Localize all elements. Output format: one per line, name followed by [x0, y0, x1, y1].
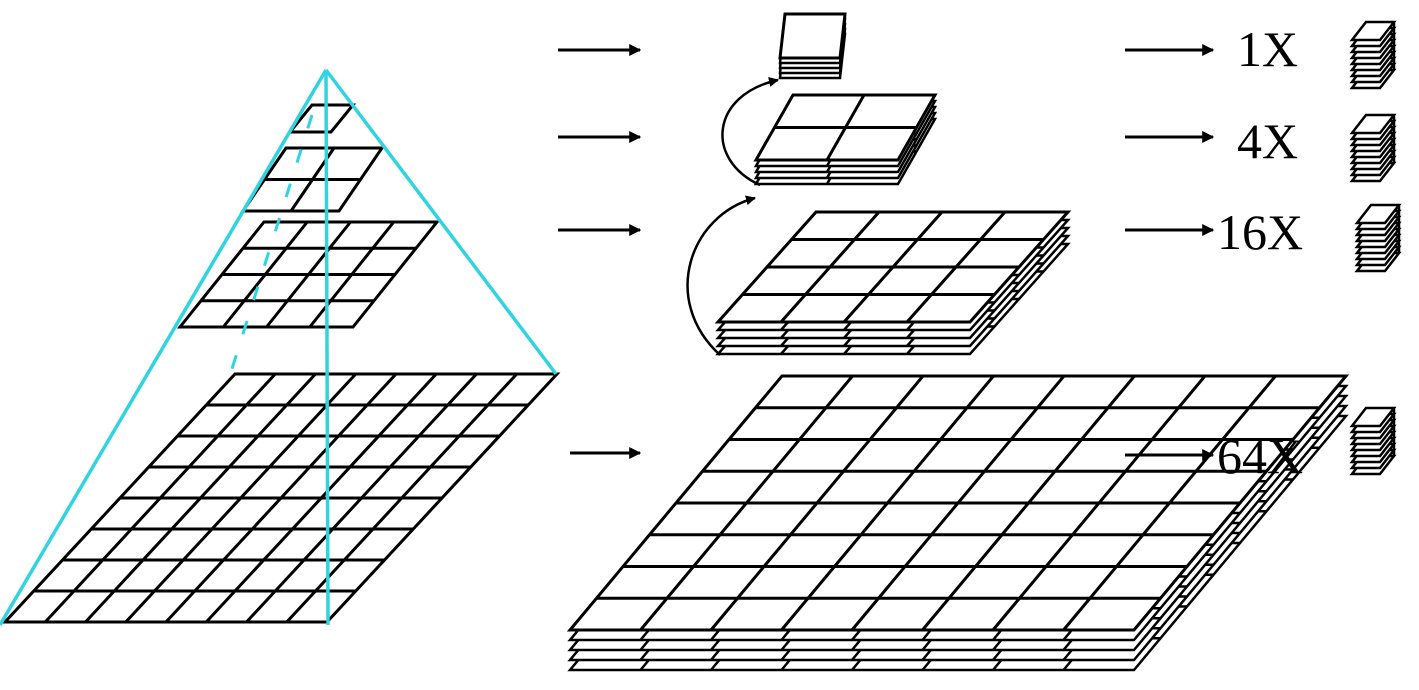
output-cube-stack — [1354, 203, 1402, 273]
output-4: 64X — [1125, 406, 1397, 484]
feature-stack-2x2 — [753, 93, 938, 186]
pyramid-grid-8x8 — [1, 372, 561, 624]
pyramid-grid-2x2 — [240, 146, 385, 213]
output-label: 64X — [1217, 428, 1303, 484]
outputs: 1X 4X 16X 64X — [1125, 20, 1402, 484]
pyramid-grid-4x4-col-line — [308, 221, 395, 328]
pyramid-grid-8x8-col-line — [285, 372, 518, 624]
feature-stack-4x4-top-layer-col-line — [842, 211, 944, 323]
pyramid-edge-right — [324, 68, 558, 376]
output-1: 1X — [1125, 20, 1397, 90]
feature-stack-2x2-top-layer-col-line — [825, 94, 866, 161]
output-cube-stack — [1349, 20, 1397, 90]
feature-stack-4x4-top-layer-col-line — [905, 211, 1007, 323]
pyramid-grid-4x4-col-line — [265, 221, 352, 328]
pyramid-grid-4x4 — [176, 220, 441, 329]
pyramid-edge-left — [0, 69, 328, 626]
curved-arrow-4-to-2 — [686, 195, 756, 356]
feature-stack-2x2-top-layer — [753, 93, 938, 162]
input-arrows — [558, 44, 642, 459]
pyramid-inner-dashes — [228, 114, 314, 376]
pyramid — [0, 68, 561, 626]
feature-map-stacks — [566, 12, 1350, 672]
feature-stack-8x8-top-layer — [566, 374, 1350, 632]
pyramid-edge-center — [324, 69, 330, 626]
pyramid-edges — [0, 68, 558, 626]
pyramid-grid-1x1-outline — [286, 103, 357, 134]
pyramid-grid-8x8-col-line — [205, 372, 438, 624]
output-label: 1X — [1237, 21, 1298, 77]
feature-stack-1x1 — [778, 12, 847, 80]
output-label: 16X — [1217, 204, 1303, 260]
output-label: 4X — [1237, 113, 1298, 169]
output-cube-layer — [1349, 406, 1397, 428]
pyramid-grids — [1, 103, 561, 624]
output-cube-layer — [1349, 113, 1397, 135]
feature-stack-4x4 — [714, 210, 1072, 356]
output-3: 16X — [1125, 203, 1402, 273]
curved-arrow-2-to-1 — [721, 77, 779, 187]
pyramid-grid-8x8-col-line — [164, 372, 398, 624]
output-2: 4X — [1125, 113, 1397, 183]
feature-stack-1x1-top-layer — [778, 12, 847, 60]
output-cube-layer — [1349, 20, 1397, 42]
feature-stack-8x8-top-layer-col-line — [921, 375, 1136, 631]
feature-stack-8x8-top-layer-col-line — [991, 375, 1207, 631]
feature-stack-1x1-top-layer-outline — [778, 12, 847, 60]
feature-stack-8x8 — [566, 374, 1350, 672]
pyramid-dashed-edge — [228, 114, 314, 376]
output-cube-layer — [1354, 203, 1402, 225]
pyramid-grid-1x1 — [286, 103, 357, 134]
feature-stack-4x4-top-layer — [714, 210, 1072, 324]
feature-stack-8x8-top-layer-col-line — [850, 375, 1066, 631]
feature-stack-8x8-top-layer-col-line — [1062, 375, 1277, 631]
upsample-arrows — [686, 77, 779, 356]
output-cube-stack — [1349, 406, 1397, 476]
pyramid-grid-8x8-col-line — [245, 372, 478, 624]
output-cube-stack — [1349, 113, 1397, 183]
